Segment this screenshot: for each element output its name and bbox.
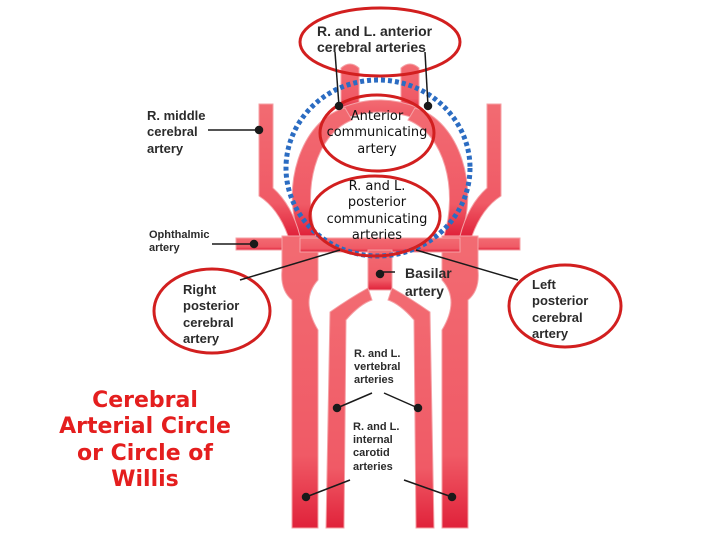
leader-lines <box>208 51 519 502</box>
internal-carotid-arteries-label: R. and L. internal carotid arteries <box>353 421 400 473</box>
middle-cerebral-artery-label: R. middle cerebral artery <box>147 108 206 156</box>
diagram-caption: Cerebral Arterial Circle or Circle of Wi… <box>59 388 231 493</box>
left-ophthalmic-artery <box>477 237 521 251</box>
left-posterior-cerebral-highlight-circle <box>507 263 623 349</box>
anterior-communicating-artery-label: Anterior communicating artery <box>326 109 428 157</box>
left-posterior-cerebral-artery-label: Left posterior cerebral artery <box>532 277 589 341</box>
basilar-artery-label: Basilar artery <box>405 265 452 299</box>
vertebral-arteries-label: R. and L. vertebral arteries <box>354 348 401 387</box>
anterior-cerebral-arteries-label: R. and L. anterior cerebral arteries <box>317 23 433 56</box>
highlight-annotations <box>152 6 623 355</box>
right-vertebral-artery <box>325 287 373 529</box>
right-internal-carotid-artery <box>281 235 319 529</box>
left-internal-carotid-artery <box>441 235 479 529</box>
posterior-communicating-arteries-label: R. and L. posterior communicating arteri… <box>326 179 428 243</box>
artery-network <box>235 63 521 529</box>
anterior-cerebral-highlight-circle <box>298 6 462 78</box>
right-posterior-cerebral-artery-label: Right posterior cerebral artery <box>183 282 240 346</box>
anterior-communicating-highlight-circle <box>318 93 436 173</box>
posterior-communicating-highlight-circle <box>308 174 442 258</box>
ophthalmic-artery-label: Ophthalmic artery <box>149 229 210 255</box>
right-posterior-cerebral-highlight-circle <box>152 267 272 355</box>
left-vertebral-artery <box>387 287 435 529</box>
